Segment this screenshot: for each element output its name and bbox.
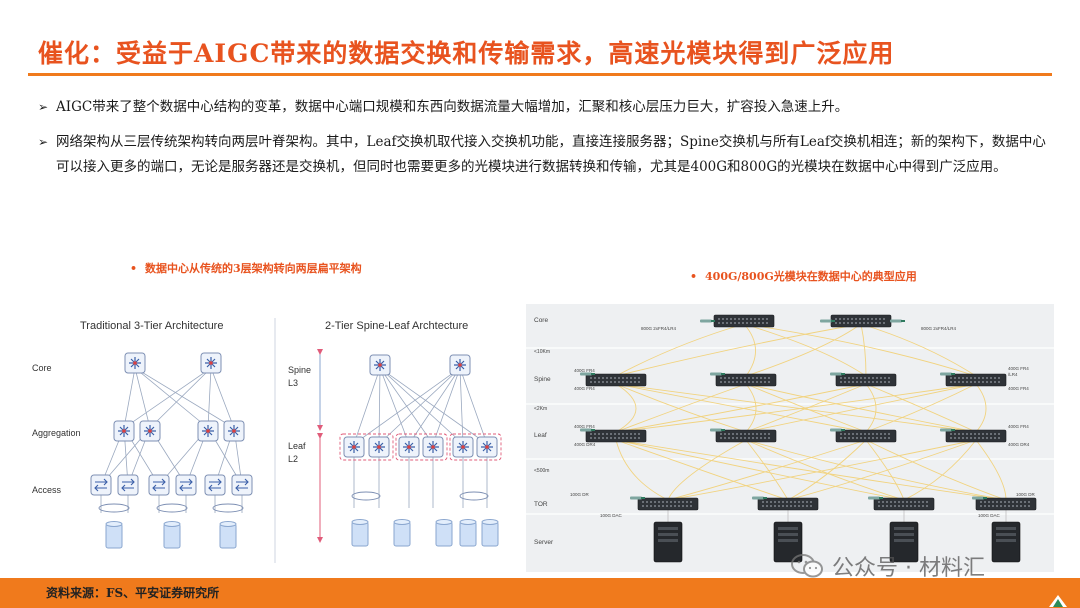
- spine-right-module-label: 400G FR4: [1008, 366, 1029, 371]
- row-server-label: Server: [534, 539, 554, 546]
- traditional-links: [100, 367, 243, 513]
- layer-aggregation-label: Aggregation: [32, 428, 81, 438]
- left-figure-caption: •数据中心从传统的3层架构转向两层扁平架构: [130, 262, 362, 275]
- traditional-architecture-title: Traditional 3-Tier Architecture: [80, 320, 223, 332]
- bullet-text: AIGC带来了整个数据中心结构的变革，数据中心端口规模和东西向数据流量大幅增加，…: [56, 99, 849, 115]
- bullet-item: ➢ AIGC带来了整个数据中心结构的变革，数据中心端口规模和东西向数据流量大幅增…: [38, 95, 1050, 120]
- leaf-label: Leaf: [288, 441, 306, 451]
- layer-access-label: Access: [32, 485, 62, 495]
- row-leaf-label: Leaf: [534, 432, 547, 439]
- distance-label-500m: <500m: [534, 468, 549, 474]
- leaf-right-module-label-2: 400G DR4: [1008, 442, 1030, 447]
- tor-right-module-label-2: 100G DAC: [978, 513, 1001, 518]
- watermark: 公众号 · 材料汇: [790, 550, 985, 582]
- tor-left-module-label: 100G DR: [570, 492, 590, 497]
- bullet-list: ➢ AIGC带来了整个数据中心结构的变革，数据中心端口规模和东西向数据流量大幅增…: [38, 95, 1050, 190]
- arrow-bullet-icon: ➢: [38, 100, 49, 114]
- distance-label-2km: <2Km: [534, 406, 547, 412]
- bullet-text: 网络架构从三层传统架构转向两层叶脊架构。其中，Leaf交换机取代接入交换机功能，…: [56, 134, 1046, 175]
- leaf-right-module-label: 400G FR4: [1008, 424, 1029, 429]
- spine-right-module-label-2: 400G FR4: [1008, 386, 1029, 391]
- core-left-module-label: 800G 2xFR4/LR4: [641, 326, 677, 331]
- fabric-links: [615, 323, 1007, 501]
- spine-label: Spine: [288, 365, 311, 375]
- spine-level-label: L3: [288, 378, 298, 388]
- chat-bubbles-icon: [791, 554, 823, 578]
- footer-bar: [0, 578, 1080, 608]
- spine-leaf-mesh: [353, 367, 488, 508]
- brand-logo-icon: [1049, 595, 1067, 607]
- row-tor-label: TOR: [534, 501, 548, 508]
- architecture-comparison-diagram: Traditional 3-Tier Architecture 2-Tier S…: [28, 308, 520, 570]
- leaf-left-module-label-2: 400G DR4: [574, 442, 596, 447]
- title-divider: [28, 73, 1052, 76]
- row-spine-label: Spine: [534, 376, 551, 383]
- layer-core-label: Core: [32, 363, 52, 373]
- leaf-level-label: L2: [288, 454, 298, 464]
- distance-label-10km: <10Km: [534, 349, 550, 355]
- spine-leaf-architecture-title: 2-Tier Spine-Leaf Archtecture: [325, 320, 468, 332]
- leaf-left-module-label: 400G FR4: [574, 424, 595, 429]
- spine-right-module-label-b: /LR4: [1008, 372, 1018, 377]
- optical-module-application-diagram: Core <10Km Spine <2Km Leaf <500m TOR Ser…: [526, 304, 1054, 572]
- core-right-module-label: 800G 2xFR4/LR4: [921, 326, 957, 331]
- tor-left-module-label-2: 100G DAC: [600, 513, 623, 518]
- spine-left-module-label-2: 400G FR4: [574, 386, 595, 391]
- source-note: 资料来源：FS、平安证券研究所: [46, 586, 220, 600]
- right-figure-caption: •400G/800G光模块在数据中心的典型应用: [690, 270, 917, 283]
- row-core-label: Core: [534, 317, 548, 324]
- spine-left-module-label: 400G FR4: [574, 368, 595, 373]
- arrow-bullet-icon: ➢: [38, 135, 49, 149]
- tor-right-module-label: 100G DR: [1016, 492, 1036, 497]
- bullet-item: ➢ 网络架构从三层传统架构转向两层叶脊架构。其中，Leaf交换机取代接入交换机功…: [38, 130, 1050, 180]
- page-title: 催化：受益于AIGC带来的数据交换和传输需求，高速光模块得到广泛应用: [38, 39, 895, 68]
- watermark-text: 公众号 · 材料汇: [832, 556, 985, 581]
